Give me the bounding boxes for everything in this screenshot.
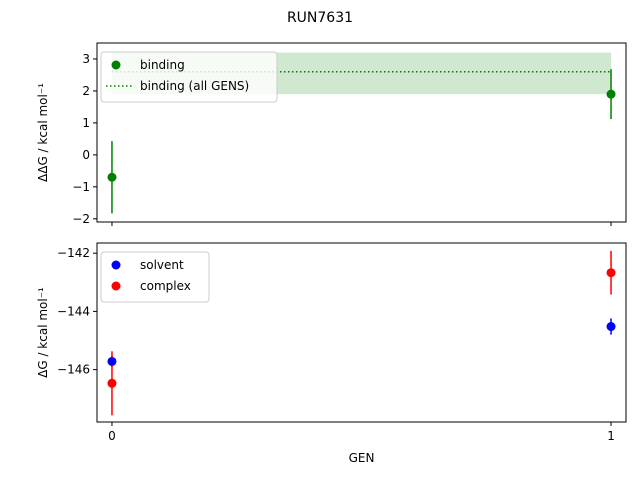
y-tick-label: 1 (82, 116, 90, 130)
data-point-complex-0 (107, 378, 117, 388)
legend-box (100, 251, 210, 303)
y-tick-label: 3 (82, 52, 90, 66)
y-tick-label: −142 (57, 246, 90, 260)
y-axis-label: ΔG / kcal mol⁻¹ (36, 287, 50, 378)
data-point-solvent-1 (606, 322, 616, 332)
y-tick-label: −1 (72, 180, 90, 194)
data-point-solvent-0 (107, 356, 117, 366)
legend-label: binding (140, 58, 185, 72)
legend: binding binding (all GENS) (100, 51, 278, 103)
axes-frame (96, 242, 627, 423)
bottom-panel: −146 −144 −142 0 1 ΔG / kcal mol⁻¹ GEN solvent c… (36, 242, 627, 465)
legend: solvent complex (100, 251, 210, 303)
y-axis-label: ΔΔG / kcal mol⁻¹ (36, 83, 50, 182)
axes-frame (96, 42, 627, 223)
legend-box (100, 51, 278, 103)
figure-title: RUN7631 (287, 10, 353, 26)
legend-marker (111, 60, 121, 70)
data-point-binding-0 (107, 172, 117, 182)
data-point-complex-1 (606, 268, 616, 278)
y-tick-label: −146 (57, 363, 90, 377)
legend-marker (111, 281, 121, 291)
y-tick-label: 0 (82, 148, 90, 162)
x-axis-label: GEN (349, 451, 375, 465)
x-tick-label: 0 (108, 429, 116, 443)
legend-marker (111, 260, 121, 270)
y-tick-label: 2 (82, 84, 90, 98)
legend-label: binding (all GENS) (140, 79, 249, 93)
legend-label: complex (140, 279, 191, 293)
y-tick-label: −2 (72, 212, 90, 226)
data-point-binding-1 (606, 89, 616, 99)
y-tick-label: −144 (57, 304, 90, 318)
legend-label: solvent (140, 258, 184, 272)
x-tick-label: 1 (607, 429, 615, 443)
